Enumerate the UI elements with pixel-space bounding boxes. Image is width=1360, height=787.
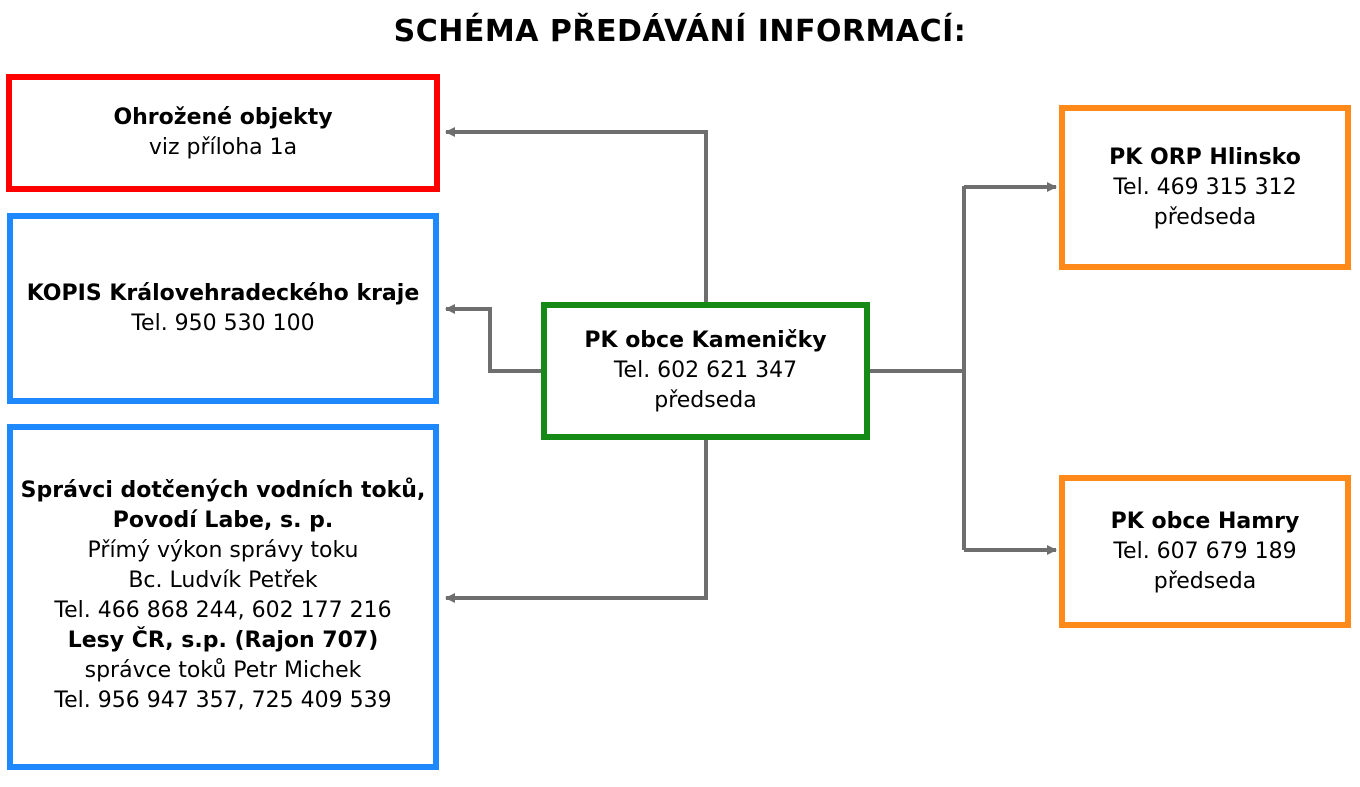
center-box: PK obce Kameničky Tel. 602 621 347 předs…: [541, 302, 870, 440]
hamry-role: předseda: [1153, 568, 1257, 594]
arrow-to-water-managers: [445, 438, 708, 603]
threatened-objects-box: Ohrožené objekty viz příloha 1a: [6, 74, 440, 192]
hlinsko-box: PK ORP Hlinsko Tel. 469 315 312 předseda: [1059, 105, 1351, 270]
hlinsko-name: PK ORP Hlinsko: [1109, 144, 1301, 170]
povodi-labe-name: Povodí Labe, s. p.: [112, 508, 334, 533]
center-phone: Tel. 602 621 347: [613, 358, 798, 383]
kopis-phone: Tel. 950 530 100: [131, 310, 315, 336]
hamry-name: PK obce Hamry: [1110, 508, 1300, 534]
lesy-cr-name: Lesy ČR, s.p. (Rajon 707): [67, 628, 379, 653]
hlinsko-phone: Tel. 469 315 312: [1113, 174, 1297, 200]
povodi-labe-phone: Tel. 466 868 244, 602 177 216: [54, 598, 392, 623]
hlinsko-role: předseda: [1153, 204, 1257, 230]
center-role: předseda: [654, 388, 757, 413]
center-name: PK obce Kameničky: [584, 328, 827, 353]
diagram-title: SCHÉMA PŘEDÁVÁNÍ INFORMACÍ:: [393, 14, 967, 49]
connector-right-trunk: [868, 187, 966, 550]
lesy-cr-person: správce toků Petr Michek: [84, 658, 362, 683]
threatened-objects-note: viz příloha 1a: [148, 135, 298, 160]
arrow-to-kopis: [445, 304, 543, 373]
water-managers-heading: Správci dotčených vodních toků,: [20, 478, 426, 503]
kopis-box: KOPIS Královehradeckého kraje Tel. 950 5…: [7, 213, 439, 404]
povodi-labe-role: Přímý výkon správy toku: [87, 538, 359, 563]
lesy-cr-phone: Tel. 956 947 357, 725 409 539: [54, 688, 392, 713]
hamry-phone: Tel. 607 679 189: [1113, 538, 1297, 564]
water-managers-box: Správci dotčených vodních toků, Povodí L…: [7, 424, 439, 770]
povodi-labe-person: Bc. Ludvík Petřek: [128, 568, 318, 593]
threatened-objects-name: Ohrožené objekty: [113, 105, 333, 130]
arrow-to-threatened: [445, 127, 708, 303]
hamry-box: PK obce Hamry Tel. 607 679 189 předseda: [1059, 475, 1351, 628]
kopis-name: KOPIS Královehradeckého kraje: [26, 280, 420, 306]
